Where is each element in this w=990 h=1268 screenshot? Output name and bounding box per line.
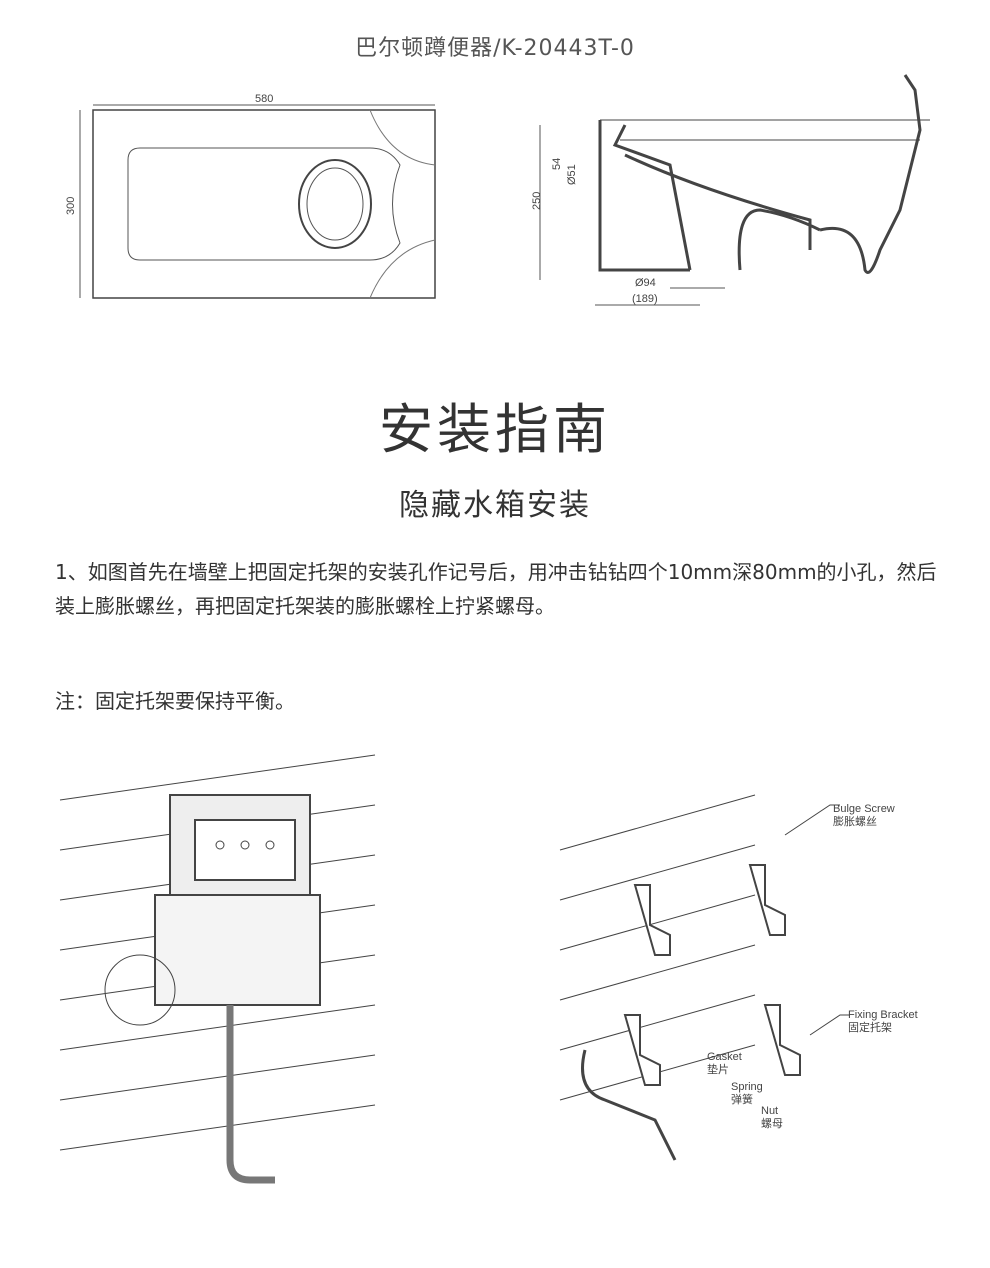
bracket-install-illustration: Bulge Screw 膨胀螺丝 Fixing Bracket 固定托架 Gas…: [559, 794, 918, 1161]
bulge-screw-label-en: Bulge Screw: [833, 803, 895, 815]
page-heading: 安装指南: [379, 398, 611, 461]
width-label: 580: [255, 93, 273, 105]
dim-54: 54: [551, 158, 563, 170]
dim-250: 250: [531, 192, 543, 210]
nut-label-en: Nut: [761, 1105, 778, 1117]
fixing-bracket-label-en: Fixing Bracket: [848, 1009, 918, 1021]
product-title: 巴尔顿蹲便器/K-20443T-0: [355, 36, 635, 61]
gasket-label-en: Gasket: [707, 1051, 742, 1063]
cistern-install-illustration: [59, 754, 376, 1184]
height-label: 300: [65, 197, 77, 215]
spring-label-zh: 弹簧: [731, 1092, 753, 1106]
top-view-drawing: 580 300: [65, 93, 436, 299]
dim-189: (189): [632, 293, 658, 305]
bulge-screw-label-zh: 膨胀螺丝: [833, 814, 877, 828]
dim-d51: Ø51: [566, 164, 578, 185]
side-view-drawing: 250 54 Ø51 Ø94 (189): [531, 74, 930, 306]
gasket-label-zh: 垫片: [707, 1062, 729, 1076]
note-text: 注：固定托架要保持平衡。: [55, 689, 295, 713]
section-subheading: 隐藏水箱安装: [399, 488, 591, 523]
spring-label-en: Spring: [731, 1081, 763, 1093]
dim-d94: Ø94: [635, 277, 656, 289]
nut-label-zh: 螺母: [761, 1117, 783, 1130]
step-1-text: 1、如图首先在墙壁上把固定托架的安装孔作记号后，用冲击钻钻四个10mm深80mm…: [55, 560, 937, 618]
fixing-bracket-label-zh: 固定托架: [848, 1020, 892, 1034]
